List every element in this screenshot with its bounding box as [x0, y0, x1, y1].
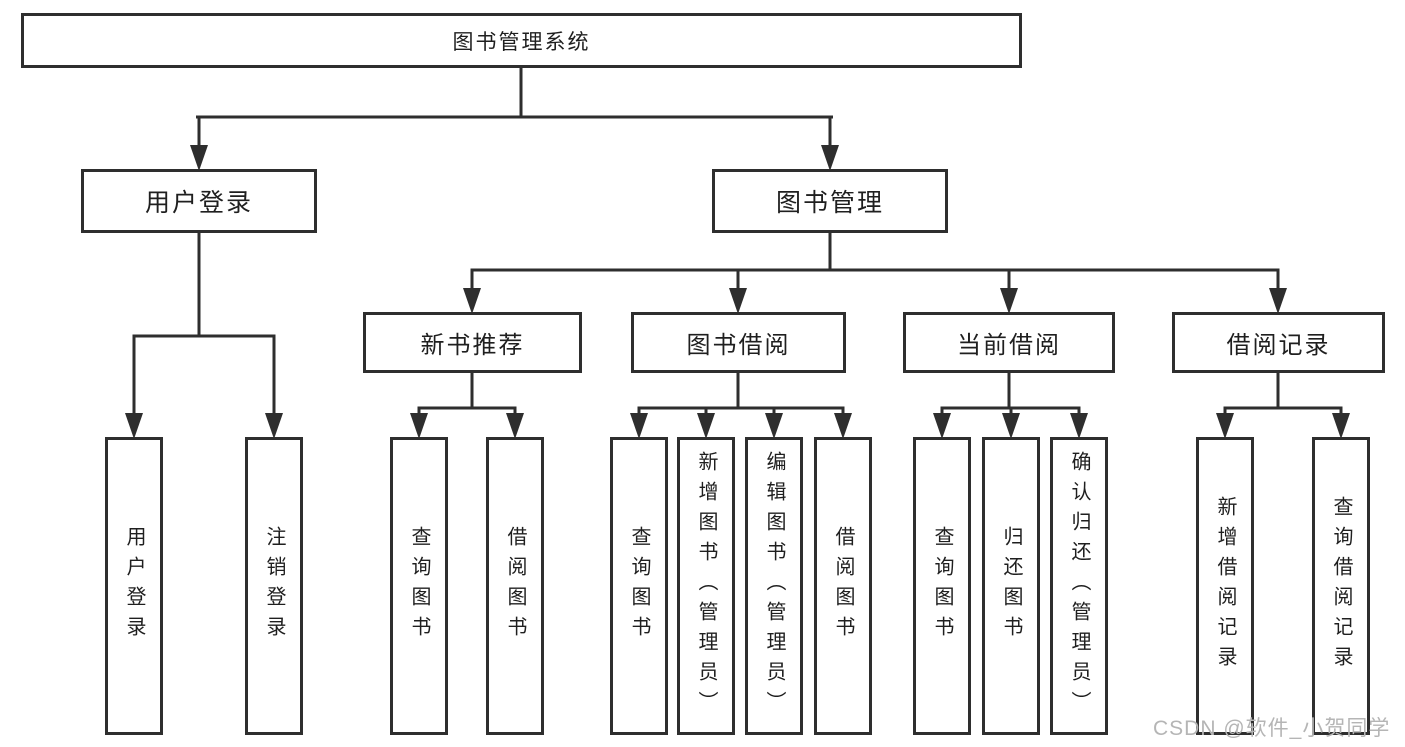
node-label: 图书管理系统	[452, 30, 591, 54]
node-label: 借阅图书	[832, 526, 854, 646]
node-label: 用户登录	[123, 526, 145, 646]
node-library-management-system: 图书管理系统	[21, 13, 1022, 68]
node-user-login-leaf: 用户登录	[105, 437, 163, 735]
node-label: 编辑图书（管理员）	[763, 451, 785, 721]
node-confirm-return-admin: 确认归还（管理员）	[1050, 437, 1108, 735]
node-query-books-current: 查询图书	[913, 437, 971, 735]
node-add-borrow-record: 新增借阅记录	[1196, 437, 1254, 735]
node-label: 新书推荐	[420, 332, 525, 359]
node-logout: 注销登录	[245, 437, 303, 735]
node-label: 查询图书	[931, 526, 953, 646]
arrowhead-icons	[125, 145, 1350, 439]
node-label: 确认归还（管理员）	[1068, 451, 1090, 721]
node-query-books-borrowing: 查询图书	[610, 437, 668, 735]
node-label: 借阅记录	[1226, 332, 1331, 359]
node-label: 新增图书（管理员）	[695, 451, 717, 721]
node-book-borrowing: 图书借阅	[631, 312, 846, 373]
node-add-book-admin: 新增图书（管理员）	[677, 437, 735, 735]
node-edit-book-admin: 编辑图书（管理员）	[745, 437, 803, 735]
node-current-borrowing: 当前借阅	[903, 312, 1115, 373]
node-query-borrow-record: 查询借阅记录	[1312, 437, 1370, 735]
node-label: 借阅图书	[504, 526, 526, 646]
node-return-books: 归还图书	[982, 437, 1040, 735]
node-borrow-books-borrowing: 借阅图书	[814, 437, 872, 735]
csdn-watermark: CSDN @软件_小贺同学	[1153, 717, 1391, 740]
node-label: 当前借阅	[957, 332, 1061, 359]
node-query-books-recommend: 查询图书	[390, 437, 448, 735]
node-borrowing-records: 借阅记录	[1172, 312, 1385, 373]
node-label: 用户登录	[144, 189, 253, 217]
node-label: 归还图书	[1000, 526, 1022, 646]
node-label: 新增借阅记录	[1214, 496, 1236, 676]
node-label: 查询图书	[408, 526, 430, 646]
node-user-login: 用户登录	[81, 169, 317, 233]
node-label: 查询图书	[628, 526, 650, 646]
node-label: 查询借阅记录	[1330, 496, 1352, 676]
node-borrow-books-recommend: 借阅图书	[486, 437, 544, 735]
node-label: 图书管理	[775, 189, 884, 217]
node-new-book-recommendation: 新书推荐	[363, 312, 582, 373]
node-label: 注销登录	[263, 526, 285, 646]
node-label: 图书借阅	[686, 332, 791, 359]
node-book-management: 图书管理	[712, 169, 948, 233]
